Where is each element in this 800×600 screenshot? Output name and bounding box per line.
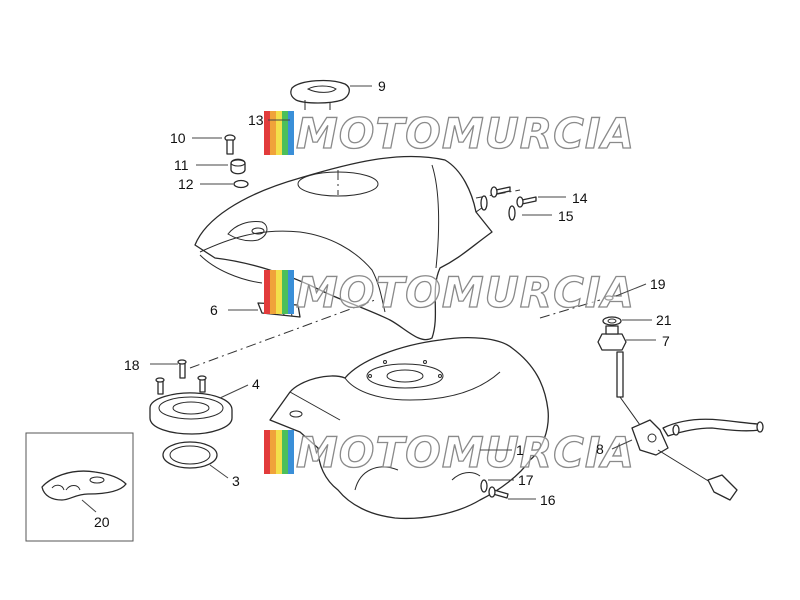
callout-8: 8	[596, 441, 604, 457]
rubber-bush	[230, 158, 246, 175]
watermark-top: MOTOMURCIA	[264, 108, 635, 159]
watermark-text: MOTOMURCIA	[296, 109, 635, 158]
callout-6: 6	[210, 302, 218, 318]
tank-cover	[194, 155, 493, 341]
cover-screw	[224, 134, 236, 155]
callout-15: 15	[558, 208, 574, 224]
clip-20	[41, 470, 127, 501]
callout-7: 7	[662, 333, 670, 349]
callout-3: 3	[232, 473, 240, 489]
flange-screws	[155, 359, 207, 395]
nut-7	[597, 325, 627, 351]
callout-11: 11	[174, 157, 189, 173]
drain-screw	[488, 486, 509, 499]
callout-16: 16	[540, 492, 556, 508]
callout-20: 20	[94, 514, 110, 530]
fuel-tank	[269, 336, 549, 520]
fuel-cap	[290, 79, 350, 110]
flange-4	[149, 392, 233, 435]
callout-10: 10	[170, 130, 186, 146]
callout-14: 14	[572, 190, 588, 206]
fuel-tap-8	[616, 351, 764, 501]
callout-12: 12	[178, 176, 194, 192]
watermark-text: MOTOMURCIA	[296, 428, 635, 477]
assembly-line-center	[189, 299, 376, 369]
callout-17: 17	[518, 472, 534, 488]
watermark-bottom: MOTOMURCIA	[264, 427, 635, 478]
leader-lines	[81, 85, 656, 513]
side-screws	[490, 186, 537, 208]
washer-12	[233, 179, 249, 189]
callout-18: 18	[124, 357, 140, 373]
side-washers	[480, 195, 516, 221]
watermark-text: MOTOMURCIA	[296, 268, 635, 317]
callouts: 9 13 10 11 12 14 15 6 19 21 7 8 18 4 3 1…	[94, 78, 672, 530]
watermark-middle: MOTOMURCIA	[264, 267, 635, 318]
gasket-3	[162, 441, 218, 469]
callout-21: 21	[656, 312, 672, 328]
drain-washer	[480, 479, 488, 493]
callout-9: 9	[378, 78, 386, 94]
callout-1: 1	[516, 442, 524, 458]
callout-13: 13	[248, 112, 264, 128]
callout-19: 19	[650, 276, 666, 292]
seal-21	[602, 316, 622, 326]
callout-4: 4	[252, 376, 260, 392]
o-ring-19	[604, 295, 614, 301]
